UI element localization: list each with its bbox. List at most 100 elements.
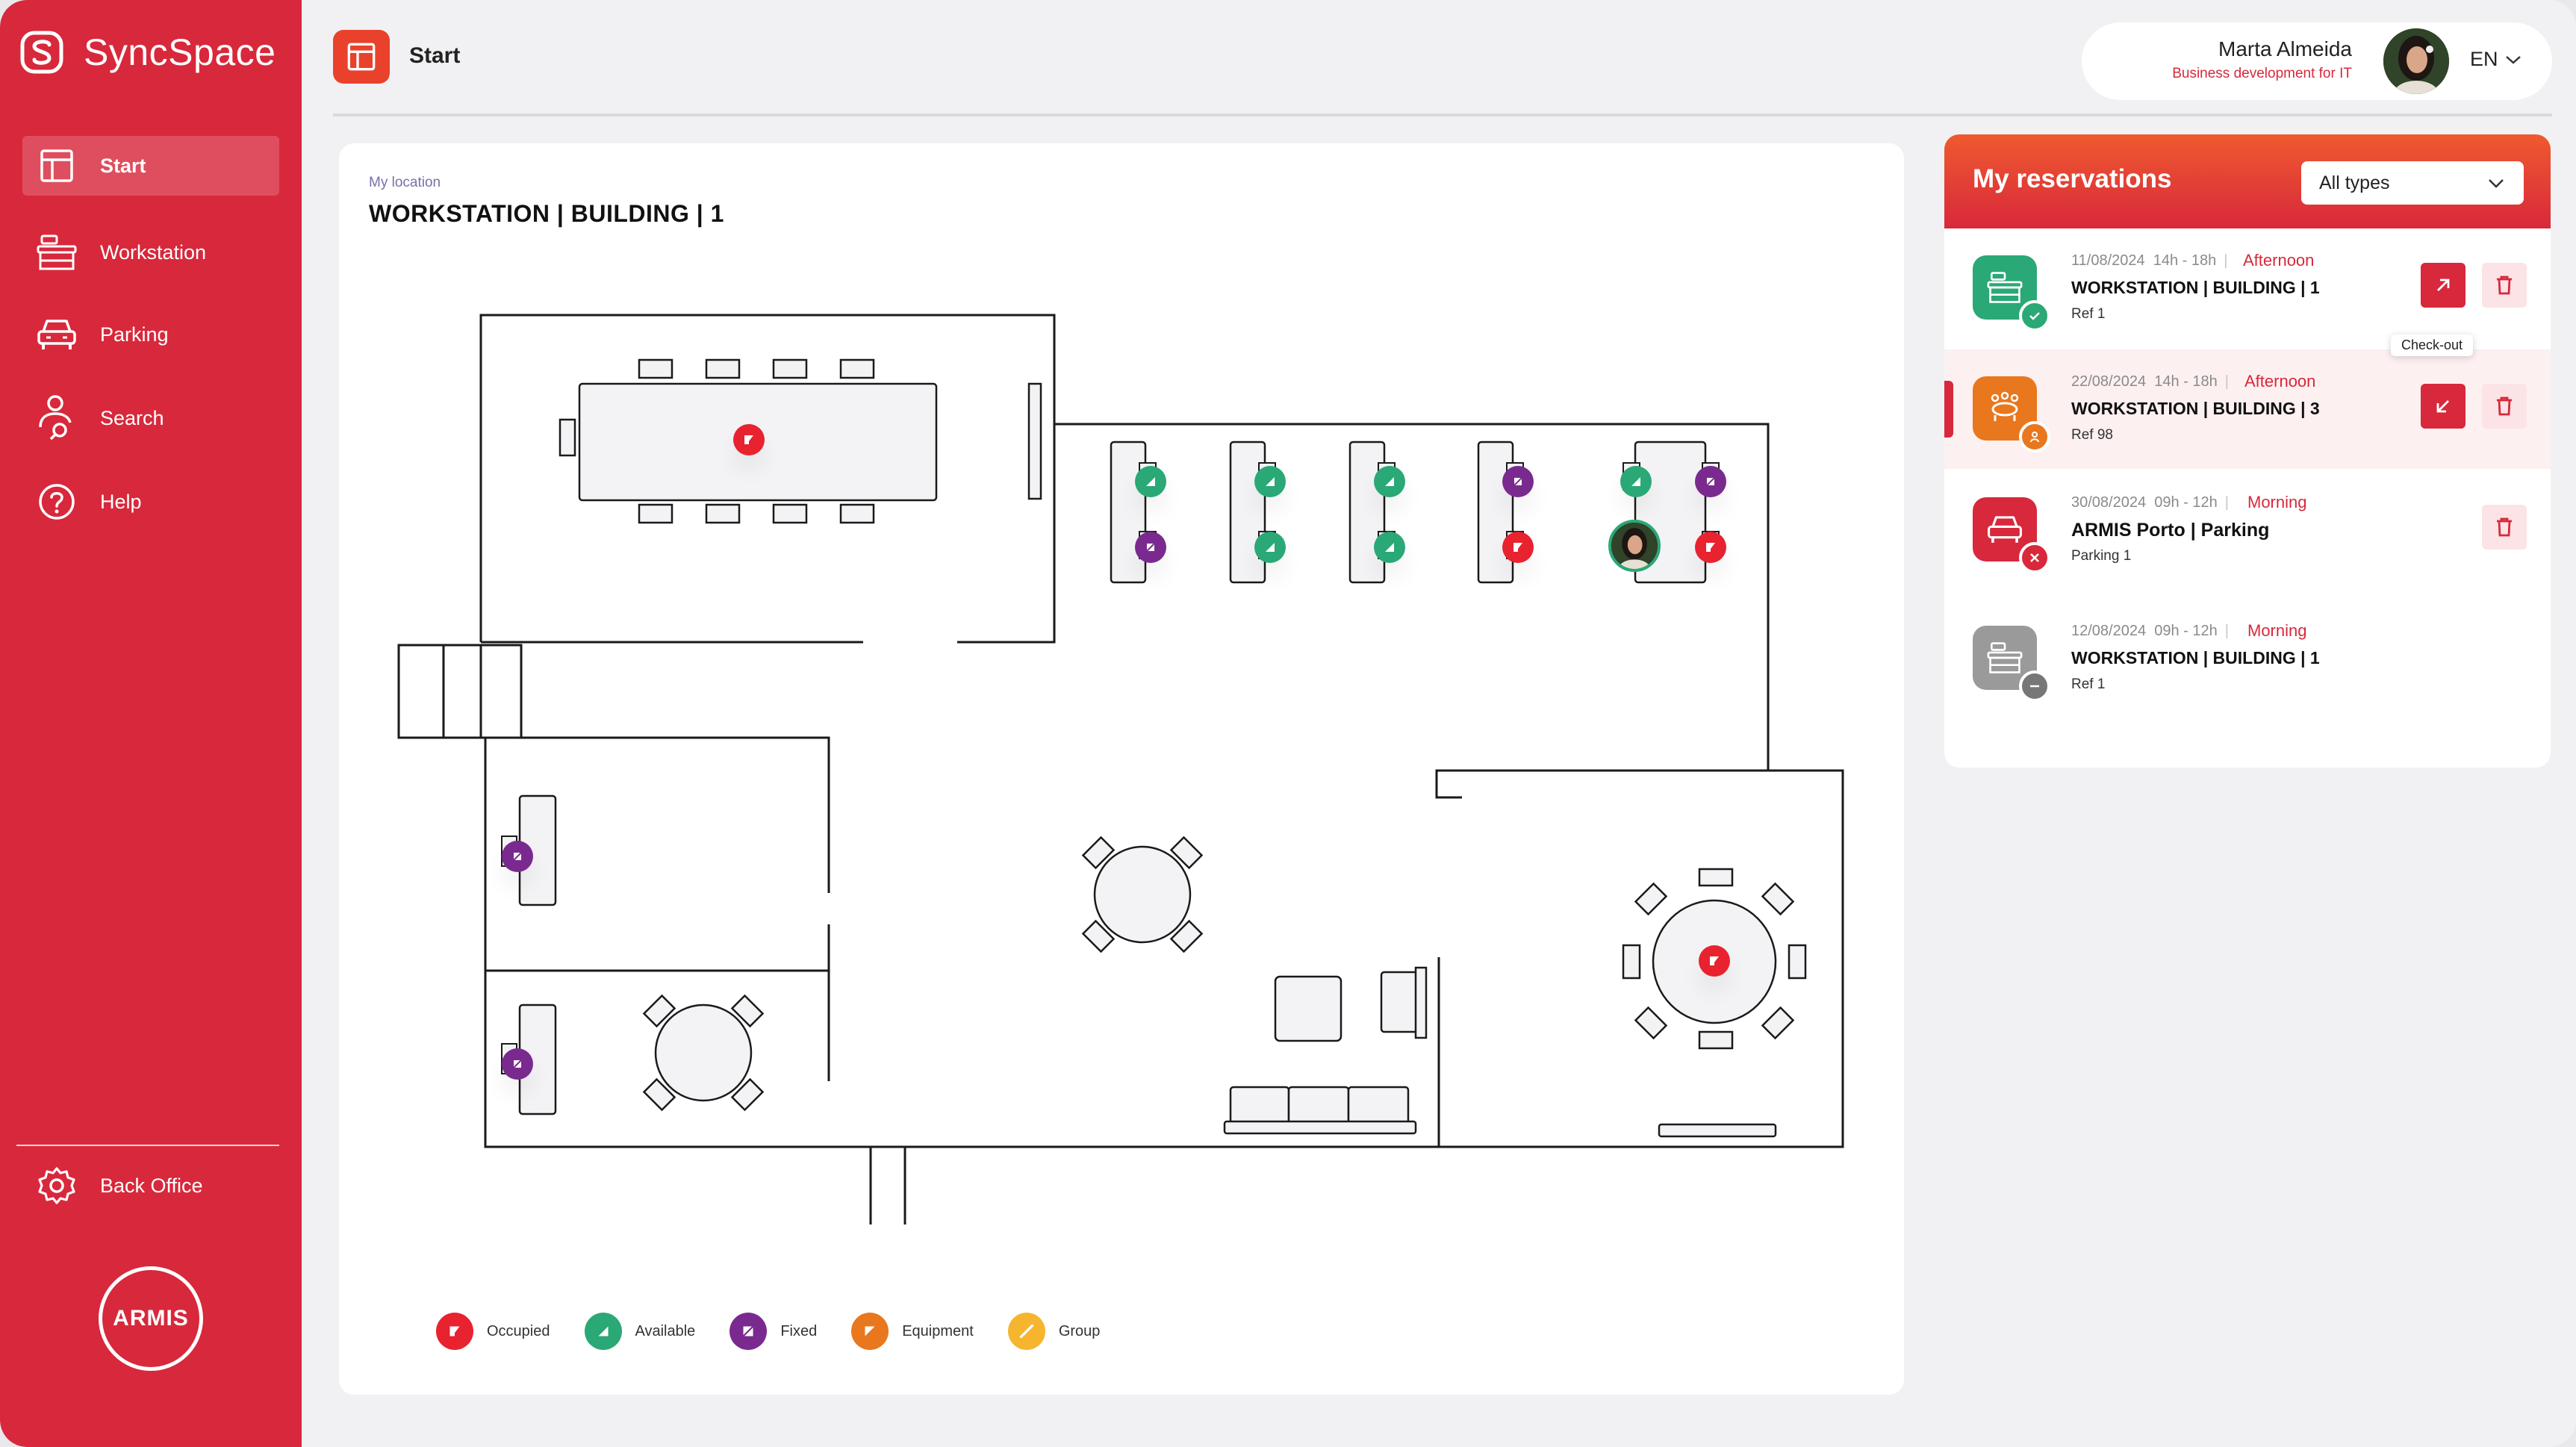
minus-icon xyxy=(2019,670,2050,702)
legend-label: Occupied xyxy=(487,1322,550,1339)
desk-available-icon xyxy=(1631,477,1640,486)
trash-icon xyxy=(2497,396,2512,416)
desk-occupied-icon xyxy=(744,435,753,444)
reservation-type-select[interactable]: All types xyxy=(2301,161,2524,205)
fixed-icon xyxy=(729,1313,768,1350)
legend-item-available: Available xyxy=(584,1313,696,1350)
reservations-panel: My reservations All types 11/08/2024 14h… xyxy=(1944,134,2551,768)
layout-icon xyxy=(33,142,81,190)
seat-pin-fixed[interactable] xyxy=(502,841,533,872)
seat-pin-fixed[interactable] xyxy=(1135,532,1166,563)
nav-item-workstation[interactable]: Workstation xyxy=(22,223,279,282)
reservation-ref: Parking 1 xyxy=(2071,548,2132,564)
reservation-time: 14h - 18h xyxy=(2153,252,2217,269)
nav-label: Search xyxy=(100,406,164,429)
seat-pin-available[interactable] xyxy=(1374,532,1405,563)
reservation-time: 14h - 18h xyxy=(2154,373,2218,390)
desk-available-icon xyxy=(1266,477,1275,486)
delete-button[interactable] xyxy=(2482,384,2527,429)
meeting-table xyxy=(559,358,1042,524)
page-icon xyxy=(333,30,390,84)
seat-pin-available[interactable] xyxy=(1135,466,1166,497)
desk-fixed-icon xyxy=(1705,476,1716,487)
nav-label: Back Office xyxy=(100,1174,203,1197)
seat-pin-occupied[interactable] xyxy=(1502,532,1534,563)
nav-label: Start xyxy=(100,154,146,177)
user-role: Business development for IT xyxy=(2172,66,2352,81)
legend-label: Equipment xyxy=(902,1322,974,1339)
floor-plan xyxy=(397,314,1844,1224)
seat-pin-available[interactable] xyxy=(1254,532,1286,563)
reservation-period: Afternoon xyxy=(2243,251,2315,270)
reservations-title: My reservations xyxy=(1973,164,2172,193)
desk-icon xyxy=(33,228,81,276)
available-icon xyxy=(584,1313,622,1350)
desk-fixed-icon xyxy=(512,1059,523,1069)
reservation-row[interactable]: 22/08/2024 14h - 18h| Afternoon WORKSTAT… xyxy=(1944,334,2551,469)
reservation-period: Morning xyxy=(2247,493,2307,511)
delete-button[interactable] xyxy=(2482,263,2527,308)
sidebar: SyncSpace Start Workstation Parking Sear xyxy=(0,0,302,1447)
check-out-button[interactable] xyxy=(2421,384,2465,429)
legend-label: Fixed xyxy=(780,1322,818,1339)
desk-occupied-icon xyxy=(1706,543,1715,552)
reservations-header: My reservations All types xyxy=(1944,134,2551,228)
avatar[interactable] xyxy=(2383,28,2449,94)
nav-item-help[interactable]: Help xyxy=(22,472,279,532)
nav-item-start[interactable]: Start xyxy=(22,136,279,196)
reservation-name: WORKSTATION | BUILDING | 1 xyxy=(2071,278,2320,297)
reservation-ref: Ref 98 xyxy=(2071,427,2113,443)
reservation-day: 12/08/2024 xyxy=(2071,623,2147,639)
desk-fixed-icon xyxy=(1513,476,1523,487)
map-legend: Occupied Available Fixed Equipment Group xyxy=(436,1313,1134,1350)
reservation-day: 22/08/2024 xyxy=(2071,373,2147,390)
desk-occupied-icon xyxy=(1710,956,1719,965)
seat-pin-available[interactable] xyxy=(1254,466,1286,497)
seat-pin-occupied[interactable] xyxy=(1695,532,1726,563)
header-divider xyxy=(333,113,2552,116)
nav-item-parking[interactable]: Parking xyxy=(22,305,279,364)
reservation-name: ARMIS Porto | Parking xyxy=(2071,520,2270,541)
nav-item-search[interactable]: Search xyxy=(22,388,279,448)
seat-pin-fixed[interactable] xyxy=(1695,466,1726,497)
my-seat-avatar[interactable] xyxy=(1608,520,1661,572)
reservation-name: WORKSTATION | BUILDING | 1 xyxy=(2071,648,2320,668)
location-label: My location xyxy=(369,175,441,190)
seat-pin-fixed[interactable] xyxy=(1502,466,1534,497)
delete-button[interactable] xyxy=(2482,505,2527,550)
location-title: WORKSTATION | BUILDING | 1 xyxy=(369,200,724,227)
person-search-icon xyxy=(33,394,81,442)
check-icon xyxy=(2019,300,2050,332)
desk-available-icon xyxy=(1385,477,1394,486)
trash-icon xyxy=(2497,276,2512,295)
legend-label: Group xyxy=(1058,1322,1101,1339)
trash-icon xyxy=(2497,517,2512,537)
syncspace-logo-icon xyxy=(20,31,63,74)
desk-available-icon xyxy=(1146,477,1155,486)
nav-item-back-office[interactable]: Back Office xyxy=(22,1156,279,1216)
seat-pin-fixed[interactable] xyxy=(502,1048,533,1080)
reservation-date: 12/08/2024 09h - 12h| xyxy=(2071,623,2229,639)
occupied-icon xyxy=(436,1313,473,1350)
nav-label: Workstation xyxy=(100,240,207,264)
desk-available-icon xyxy=(1266,543,1275,552)
layout-icon xyxy=(347,43,376,71)
reservation-ref: Ref 1 xyxy=(2071,306,2106,322)
check-in-button[interactable] xyxy=(2421,263,2465,308)
legend-item-group: Group xyxy=(1007,1313,1101,1350)
legend-label: Available xyxy=(635,1322,696,1339)
seat-pin-occupied[interactable] xyxy=(733,424,765,455)
reservation-row[interactable]: 11/08/2024 14h - 18h| Afternoon WORKSTAT… xyxy=(1944,228,2551,348)
person-icon xyxy=(2019,421,2050,452)
user-menu[interactable]: Marta Almeida Business development for I… xyxy=(2082,22,2552,100)
reservation-name: WORKSTATION | BUILDING | 3 xyxy=(2071,399,2320,418)
desk-occupied-icon xyxy=(1513,543,1522,552)
reservation-row[interactable]: 12/08/2024 09h - 12h| Morning WORKSTATIO… xyxy=(1944,599,2551,718)
seat-pin-occupied[interactable] xyxy=(1699,945,1730,977)
seat-pin-available[interactable] xyxy=(1374,466,1405,497)
brand[interactable]: SyncSpace xyxy=(19,30,276,75)
language-selector[interactable]: EN xyxy=(2470,48,2522,71)
reservation-row[interactable]: 30/08/2024 09h - 12h| Morning ARMIS Port… xyxy=(1944,470,2551,590)
seat-pin-available[interactable] xyxy=(1620,466,1652,497)
